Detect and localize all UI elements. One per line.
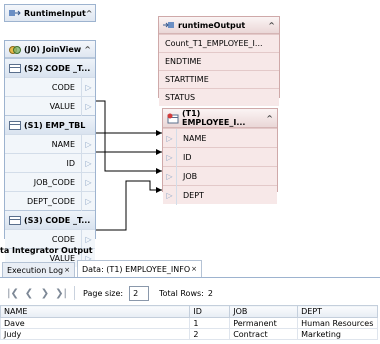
- source-field-row[interactable]: NAME▷: [5, 134, 95, 154]
- collapse-icon[interactable]: ^: [268, 20, 275, 30]
- page-size-input[interactable]: 2: [129, 285, 150, 301]
- mapping-canvas[interactable]: RuntimeInput ^ runtimeOutput ^ Count_T1_…: [0, 0, 380, 268]
- collapse-icon[interactable]: ^: [85, 8, 93, 18]
- table-icon: [9, 215, 21, 225]
- target-field-row[interactable]: ▷ID: [163, 147, 277, 167]
- output-tabs: Execution Log× Data: (T1) EMPLOYEE_INFO×: [0, 259, 380, 278]
- prev-page-icon[interactable]: ❮: [24, 287, 34, 299]
- source-field-row[interactable]: DEPT_CODE▷: [5, 191, 95, 211]
- tab-data-employee[interactable]: Data: (T1) EMPLOYEE_INFO×: [76, 260, 202, 277]
- table-cell: 2: [189, 328, 231, 340]
- runtime-input-node[interactable]: RuntimeInput ^: [4, 4, 96, 22]
- table-cell: Human Resources: [297, 317, 378, 329]
- source-field-row[interactable]: JOB_CODE▷: [5, 172, 95, 192]
- source-field-row[interactable]: VALUE▷: [5, 96, 95, 116]
- port-arrow-icon[interactable]: ▷: [163, 128, 177, 148]
- join-view-node[interactable]: (J0) JoinView ^ (S2) CODE _T... CODE▷ VA…: [4, 40, 96, 268]
- port-arrow-icon[interactable]: ▷: [163, 185, 177, 205]
- paging-toolbar: |❮ ❮ ❯ ❯| Page size: 2 Total Rows: 2: [0, 281, 380, 305]
- port-arrow-icon[interactable]: ▷: [81, 191, 95, 211]
- port-arrow-icon[interactable]: ▷: [81, 248, 95, 268]
- port-arrow-icon[interactable]: ▷: [81, 229, 95, 249]
- column-header[interactable]: DEPT: [297, 305, 378, 318]
- table-cell: Marketing: [297, 328, 378, 340]
- wire-value-dept: [96, 180, 162, 231]
- port-arrow-icon[interactable]: ▷: [81, 96, 95, 116]
- toolbar-separator: [74, 286, 75, 300]
- next-page-icon[interactable]: ❯: [40, 287, 50, 299]
- target-field-row[interactable]: ▷DEPT: [163, 185, 277, 205]
- source-s1-header[interactable]: (S1) EMP_TBL: [5, 115, 95, 134]
- collapse-icon[interactable]: ^: [84, 44, 91, 54]
- table-icon: [9, 63, 21, 73]
- table-row[interactable]: Dave 1 Permanent Human Resources: [0, 317, 378, 329]
- source-s3-header[interactable]: (S3) CODE _T...: [5, 210, 95, 229]
- page-size-label: Page size:: [83, 288, 124, 298]
- join-view-title: (J0) JoinView: [24, 44, 82, 54]
- table-cell: Judy: [0, 328, 191, 340]
- output-field-row[interactable]: ENDTIME: [159, 52, 279, 70]
- collapse-icon[interactable]: ^: [266, 113, 273, 123]
- tab-execution-log[interactable]: Execution Log×: [2, 262, 75, 277]
- target-employee-node[interactable]: (T1) EMPLOYEE_I... ^ ▷NAME ▷ID ▷JOB ▷DEP…: [162, 108, 278, 205]
- output-panel-title: ta Integrator Output: [0, 246, 93, 255]
- total-rows-value: 2: [207, 288, 213, 298]
- table-cell: Permanent: [229, 317, 299, 329]
- source-field-row[interactable]: CODE▷: [5, 77, 95, 97]
- last-page-icon[interactable]: ❯|: [55, 287, 67, 299]
- source-field-row[interactable]: CODE▷: [5, 229, 95, 249]
- output-field-row[interactable]: Count_T1_EMPLOYEE_I...: [159, 34, 279, 52]
- port-arrow-icon[interactable]: ▷: [81, 153, 95, 173]
- output-field-row[interactable]: STATUS: [159, 88, 279, 106]
- column-header[interactable]: NAME: [0, 305, 191, 318]
- port-arrow-icon[interactable]: ▷: [163, 166, 177, 186]
- target-field-row[interactable]: ▷JOB: [163, 166, 277, 186]
- target-field-row[interactable]: ▷NAME: [163, 128, 277, 148]
- total-rows-label: Total Rows:: [159, 288, 204, 298]
- close-icon[interactable]: ×: [191, 265, 197, 273]
- column-header[interactable]: JOB: [229, 305, 299, 318]
- data-grid: NAME ID JOB DEPT Dave 1 Permanent Human …: [0, 305, 378, 340]
- join-icon: [9, 44, 21, 55]
- runtime-input-icon: [9, 8, 21, 19]
- runtime-output-title: runtimeOutput: [178, 20, 246, 30]
- table-cell: 1: [189, 317, 231, 329]
- source-s2-header[interactable]: (S2) CODE _T...: [5, 58, 95, 77]
- port-arrow-icon[interactable]: ▷: [81, 77, 95, 97]
- table-cell: Dave: [0, 317, 191, 329]
- runtime-output-node[interactable]: runtimeOutput ^ Count_T1_EMPLOYEE_I... E…: [158, 16, 280, 106]
- table-icon: [9, 120, 21, 130]
- port-arrow-icon[interactable]: ▷: [81, 172, 95, 192]
- wire-value-job: [96, 100, 162, 174]
- first-page-icon[interactable]: |❮: [7, 287, 19, 299]
- column-header[interactable]: ID: [189, 305, 231, 318]
- target-table-icon: [167, 113, 179, 124]
- runtime-output-icon: [163, 20, 175, 31]
- port-arrow-icon[interactable]: ▷: [163, 147, 177, 167]
- runtime-input-title: RuntimeInput: [24, 8, 86, 18]
- table-cell: Contract: [229, 328, 299, 340]
- close-icon[interactable]: ×: [64, 266, 70, 274]
- port-arrow-icon[interactable]: ▷: [81, 134, 95, 154]
- output-field-row[interactable]: STARTTIME: [159, 70, 279, 88]
- grid-header-row: NAME ID JOB DEPT: [0, 305, 378, 318]
- source-field-row[interactable]: ID▷: [5, 153, 95, 173]
- table-row[interactable]: Judy 2 Contract Marketing: [0, 328, 378, 340]
- target-title: (T1) EMPLOYEE_I...: [182, 109, 246, 127]
